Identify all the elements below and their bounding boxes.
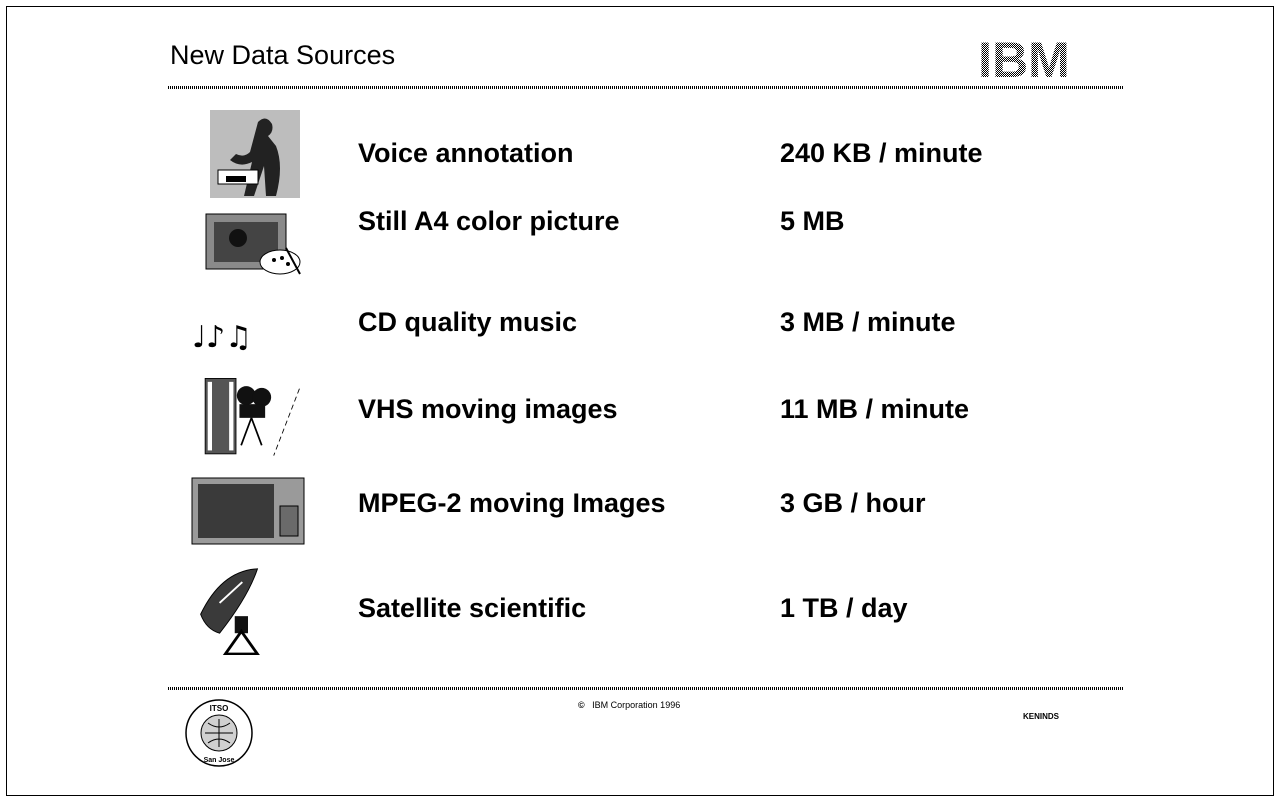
row-value: 5 MB — [780, 206, 845, 236]
row-label: Satellite scientific — [358, 593, 587, 623]
row-label: VHS moving images — [358, 394, 618, 424]
copyright-notice: © IBM Corporation 1996 — [578, 700, 680, 710]
document-code: KENINDS — [1023, 712, 1060, 721]
music-notes-icon: ♩♪♫ — [192, 320, 252, 355]
bottom-divider — [168, 687, 1124, 690]
list-item: Voice annotation 240 KB / minute — [0, 110, 1283, 198]
copyright-symbol: © — [578, 700, 585, 710]
row-label: CD quality music — [358, 307, 578, 337]
slide-title: New Data Sources — [170, 40, 396, 70]
row-label: Voice annotation — [358, 138, 574, 168]
row-value: 240 KB / minute — [780, 138, 983, 168]
row-value: 11 MB / minute — [780, 394, 970, 424]
row-value: 1 TB / day — [780, 593, 908, 623]
row-label: MPEG-2 moving Images — [358, 488, 666, 518]
satellite-dish-icon — [200, 568, 260, 655]
list-item: VHS moving images 11 MB / minute — [0, 366, 1283, 456]
row-value: 3 GB / hour — [780, 488, 926, 518]
slide-frame — [6, 6, 1274, 796]
row-label: Still A4 color picture — [358, 206, 620, 236]
top-divider — [168, 86, 1124, 89]
voice-person-icon — [210, 110, 300, 198]
list-item: MPEG-2 moving Images 3 GB / hour — [0, 460, 1283, 545]
ibm-logo-text: IBM — [978, 34, 1070, 84]
list-item: Still A4 color picture 5 MB — [0, 198, 1283, 278]
list-item: Satellite scientific 1 TB / day — [0, 565, 1283, 655]
seal-top-text: ITSO — [210, 704, 229, 713]
seal-bottom-text: San Jose — [204, 757, 235, 764]
list-item: ♩♪♫ CD quality music 3 MB / minute — [0, 283, 1283, 363]
copyright-text: IBM Corporation 1996 — [592, 700, 681, 710]
television-icon — [191, 477, 305, 545]
film-camera-icon — [204, 378, 300, 456]
ibm-logo: IBM — [978, 34, 1070, 84]
itso-seal-icon: ITSO San Jose — [185, 699, 253, 767]
svg-text:♩♪♫: ♩♪♫ — [192, 320, 252, 355]
row-value: 3 MB / minute — [780, 307, 956, 337]
picture-palette-icon — [205, 213, 301, 275]
